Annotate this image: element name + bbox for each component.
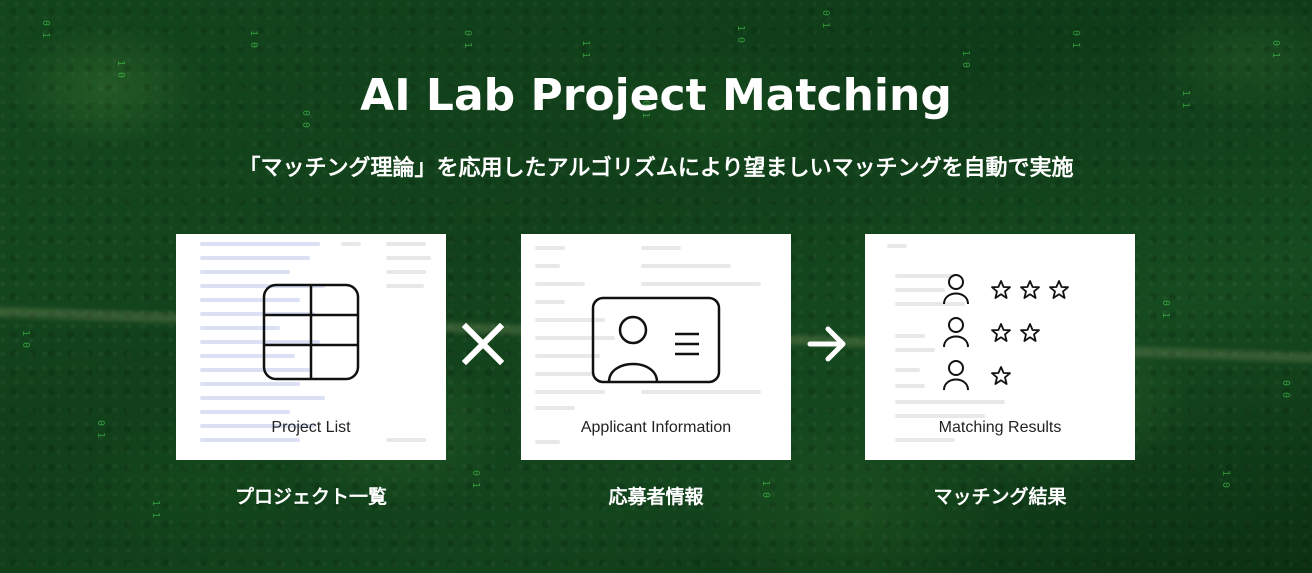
applicant-information-caption: 応募者情報 <box>608 486 704 508</box>
page-title: AI Lab Project Matching <box>360 70 952 121</box>
decorative-digits: 0 0 <box>300 110 311 129</box>
decorative-digits: 1 0 <box>1220 470 1231 489</box>
decorative-digits: 1 0 <box>960 50 971 69</box>
decorative-digits: 1 1 <box>1180 90 1191 109</box>
decorative-digits: 1 0 <box>735 25 746 44</box>
decorative-digits: 0 1 <box>95 420 106 439</box>
card-label: Applicant Information <box>580 419 732 436</box>
card-background-text <box>176 234 446 460</box>
decorative-digits: 1 0 <box>248 30 259 49</box>
decorative-digits: 1 1 <box>580 40 591 59</box>
decorative-digits: 0 1 <box>1070 30 1081 49</box>
decorative-digits: 0 1 <box>40 20 51 39</box>
card-background-text <box>865 234 1135 460</box>
decorative-digits: 0 0 <box>1280 380 1291 399</box>
decorative-digits: 1 1 <box>150 500 161 519</box>
arrow-right-icon <box>806 323 848 369</box>
decorative-digits: 0 1 <box>470 470 481 489</box>
project-list-card: Project List <box>176 234 446 460</box>
decorative-digits: 0 1 <box>640 100 651 119</box>
project-list-caption: プロジェクト一覧 <box>234 486 387 508</box>
decorative-digits: 0 1 <box>820 10 831 29</box>
decorative-digits: 1 0 <box>115 60 126 79</box>
card-label: Matching Results <box>938 419 1062 436</box>
card-label: Project List <box>271 419 351 436</box>
grid-table-icon <box>262 283 360 381</box>
decorative-digits: 1 0 <box>760 480 771 499</box>
decorative-digits: 1 0 <box>20 330 31 349</box>
applicant-information-card: Applicant Information <box>521 234 791 460</box>
decorative-digits: 0 1 <box>1160 300 1171 319</box>
matching-results-caption: マッチング結果 <box>933 486 1067 508</box>
decorative-digits: 0 1 <box>462 30 473 49</box>
card-background-text <box>521 234 791 460</box>
ranked-people-stars-icon <box>943 274 1069 391</box>
id-card-icon <box>591 296 721 384</box>
multiply-icon <box>461 322 505 369</box>
matching-results-card: Matching Results <box>865 234 1135 460</box>
page-subtitle: 「マッチング理論」を応用したアルゴリズムにより望ましいマッチングを自動で実施 <box>238 156 1074 181</box>
decorative-digits: 0 1 <box>1270 40 1281 59</box>
